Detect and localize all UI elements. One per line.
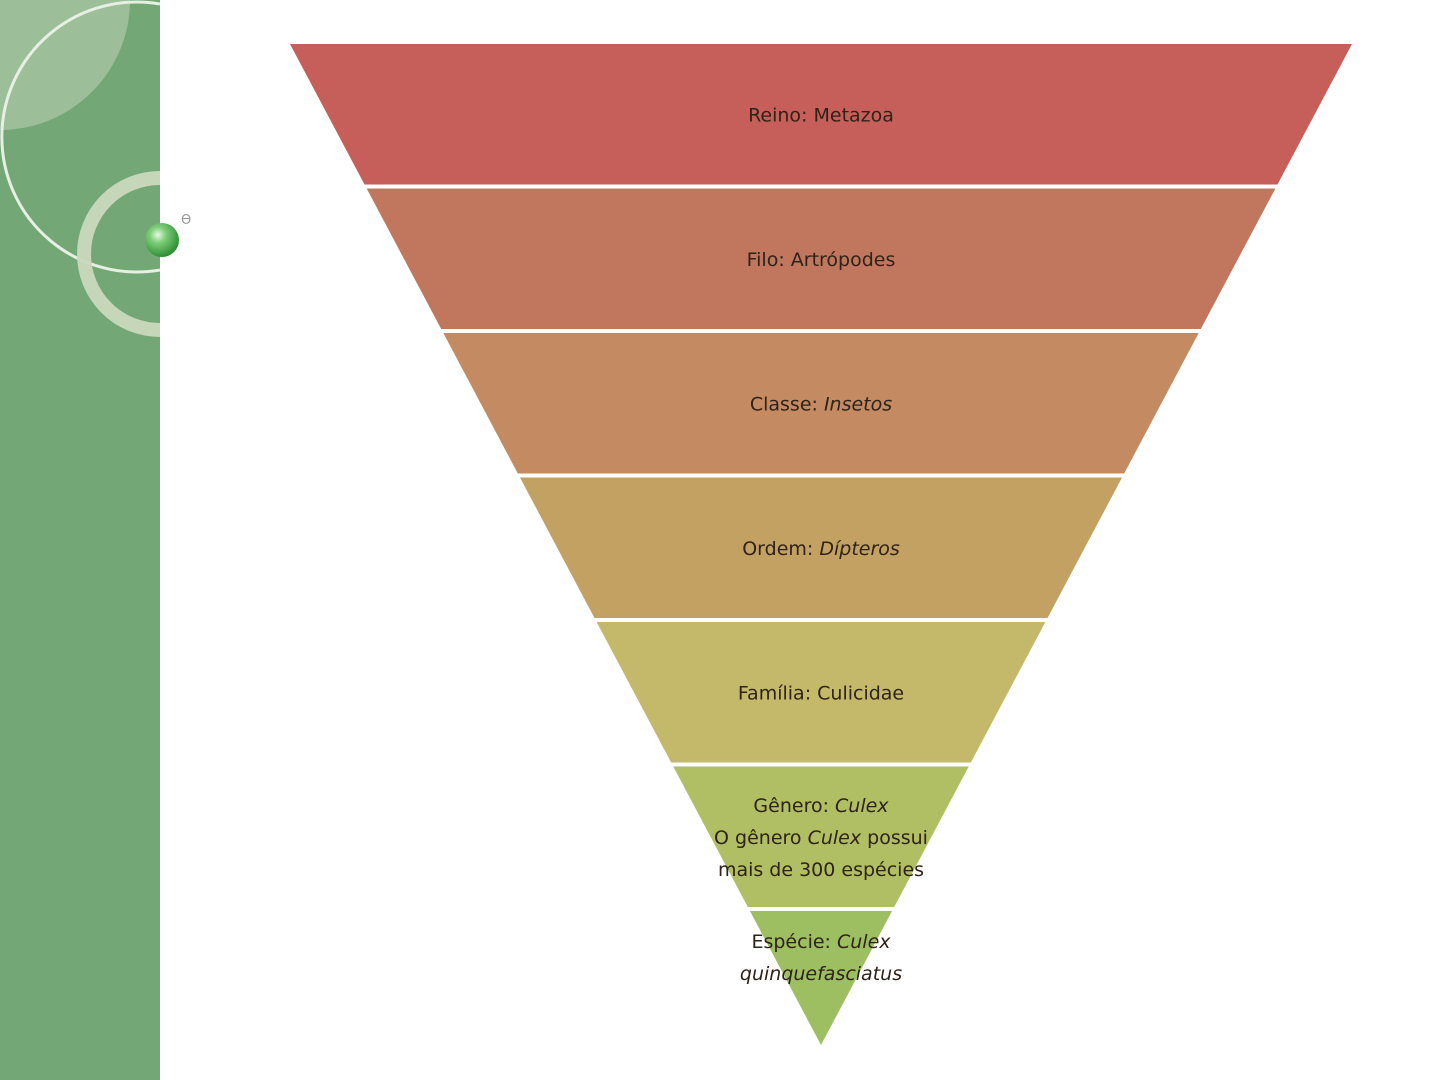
label-segment: Insetos [824, 393, 892, 415]
pyramid-label-filo: Filo: Artrópodes [747, 249, 896, 271]
label-segment: Filo: Artrópodes [747, 249, 896, 271]
pyramid-label-ordem: Ordem: Dípteros [742, 538, 900, 560]
pyramid-label-familia: Família: Culicidae [738, 682, 904, 704]
label-segment: mais de 300 espécies [718, 859, 924, 881]
label-segment: Espécie: [751, 931, 837, 953]
pyramid-label-reino: Reino: Metazoa [748, 104, 894, 126]
label-segment: O gênero [714, 827, 808, 849]
label-segment: possui [861, 827, 928, 849]
label-segment: Reino: Metazoa [748, 104, 894, 126]
label-segment: Dípteros [819, 538, 900, 560]
pyramid-label-classe: Classe: Insetos [750, 393, 892, 415]
label-segment: Família: Culicidae [738, 682, 904, 704]
label-segment: Culex [837, 931, 891, 953]
label-segment: Classe: [750, 393, 824, 415]
label-segment: Culex [835, 795, 889, 817]
label-segment: Gênero: [753, 795, 835, 817]
label-segment: Culex [808, 827, 862, 849]
label-segment: quinquefasciatus [740, 963, 902, 985]
label-segment: Ordem: [742, 538, 819, 560]
